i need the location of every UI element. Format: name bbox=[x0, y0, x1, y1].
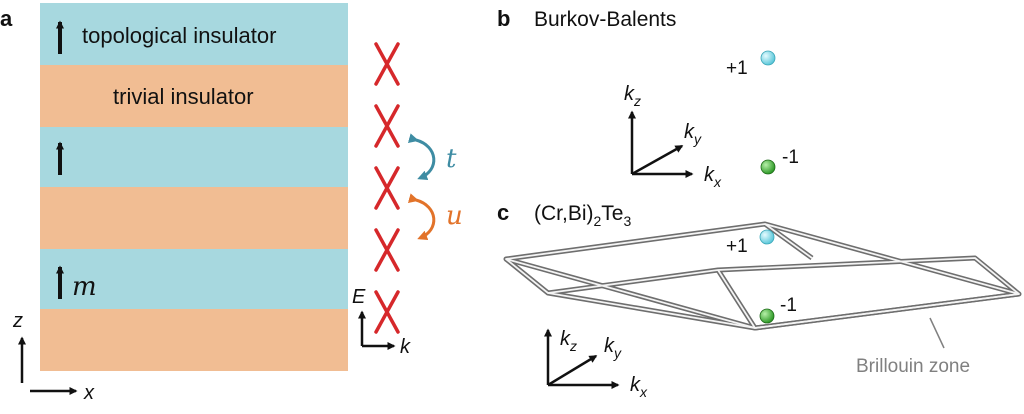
c-ky-label: ky bbox=[604, 335, 622, 361]
hopping-u-label: u bbox=[446, 201, 463, 231]
panel-c: c (Cr,Bi)2Te3 +1 -1 bbox=[497, 200, 1022, 400]
panel-c-momentum-axes: kz ky kx bbox=[544, 328, 648, 400]
weyl-node-plus bbox=[760, 50, 776, 66]
b-kx-label: kx bbox=[704, 164, 722, 190]
band-crossing-5 bbox=[374, 290, 400, 334]
c-kz-label: kz bbox=[560, 328, 577, 354]
momentum-axis-label: k bbox=[400, 336, 411, 358]
energy-axis-label: E bbox=[352, 286, 366, 308]
hopping-u-arrow bbox=[407, 193, 436, 241]
weyl-node-plus-label: +1 bbox=[726, 58, 748, 79]
band-crossing-4 bbox=[374, 228, 400, 272]
weyl-node-minus bbox=[760, 159, 776, 175]
trivial-layer-1 bbox=[40, 65, 348, 127]
c-weyl-node-plus bbox=[759, 229, 775, 245]
panel-a: a topological insulator trivial insulato… bbox=[0, 3, 463, 404]
panel-b-momentum-axes: kz ky kx bbox=[624, 83, 722, 190]
brillouin-zone-label: Brillouin zone bbox=[856, 356, 970, 377]
trivial-layer-3 bbox=[40, 309, 348, 371]
b-kz-label: kz bbox=[624, 83, 641, 109]
hopping-t-label: t bbox=[446, 144, 457, 174]
topological-layer-2 bbox=[40, 127, 348, 187]
topological-layer-1 bbox=[40, 3, 348, 65]
c-ky-arrow bbox=[547, 354, 598, 387]
weyl-node-minus-label: -1 bbox=[782, 147, 799, 168]
zone-label-leader bbox=[929, 317, 945, 349]
topological-layer-3 bbox=[40, 249, 348, 309]
band-crossing-2 bbox=[374, 104, 400, 148]
magnetization-label: m bbox=[72, 272, 97, 302]
x-axis-label: x bbox=[83, 382, 95, 404]
hopping-t-arrow bbox=[407, 133, 436, 181]
panel-b-letter: b bbox=[497, 6, 510, 31]
c-weyl-node-minus bbox=[759, 308, 775, 324]
panel-b-title: Burkov-Balents bbox=[534, 8, 676, 31]
topological-insulator-label: topological insulator bbox=[82, 23, 276, 48]
trivial-insulator-label: trivial insulator bbox=[113, 84, 254, 109]
panel-c-title: (Cr,Bi)2Te3 bbox=[534, 202, 631, 229]
band-crossing-3 bbox=[374, 166, 400, 210]
panel-c-letter: c bbox=[497, 200, 509, 225]
c-kx-label: kx bbox=[630, 374, 648, 400]
b-ky-label: ky bbox=[684, 121, 702, 147]
z-axis-label: z bbox=[12, 310, 23, 332]
trivial-layer-2 bbox=[40, 187, 348, 249]
b-ky-arrow bbox=[631, 144, 684, 176]
c-weyl-node-minus-label: -1 bbox=[780, 295, 797, 316]
panel-b: b Burkov-Balents +1 -1 kz ky kx bbox=[497, 6, 799, 190]
band-crossing-1 bbox=[374, 42, 400, 86]
brillouin-zone bbox=[503, 221, 1022, 331]
panel-a-letter: a bbox=[0, 6, 13, 31]
heterostructure-stack bbox=[40, 3, 348, 371]
band-crossings bbox=[374, 42, 400, 334]
c-weyl-node-plus-label: +1 bbox=[726, 236, 748, 257]
